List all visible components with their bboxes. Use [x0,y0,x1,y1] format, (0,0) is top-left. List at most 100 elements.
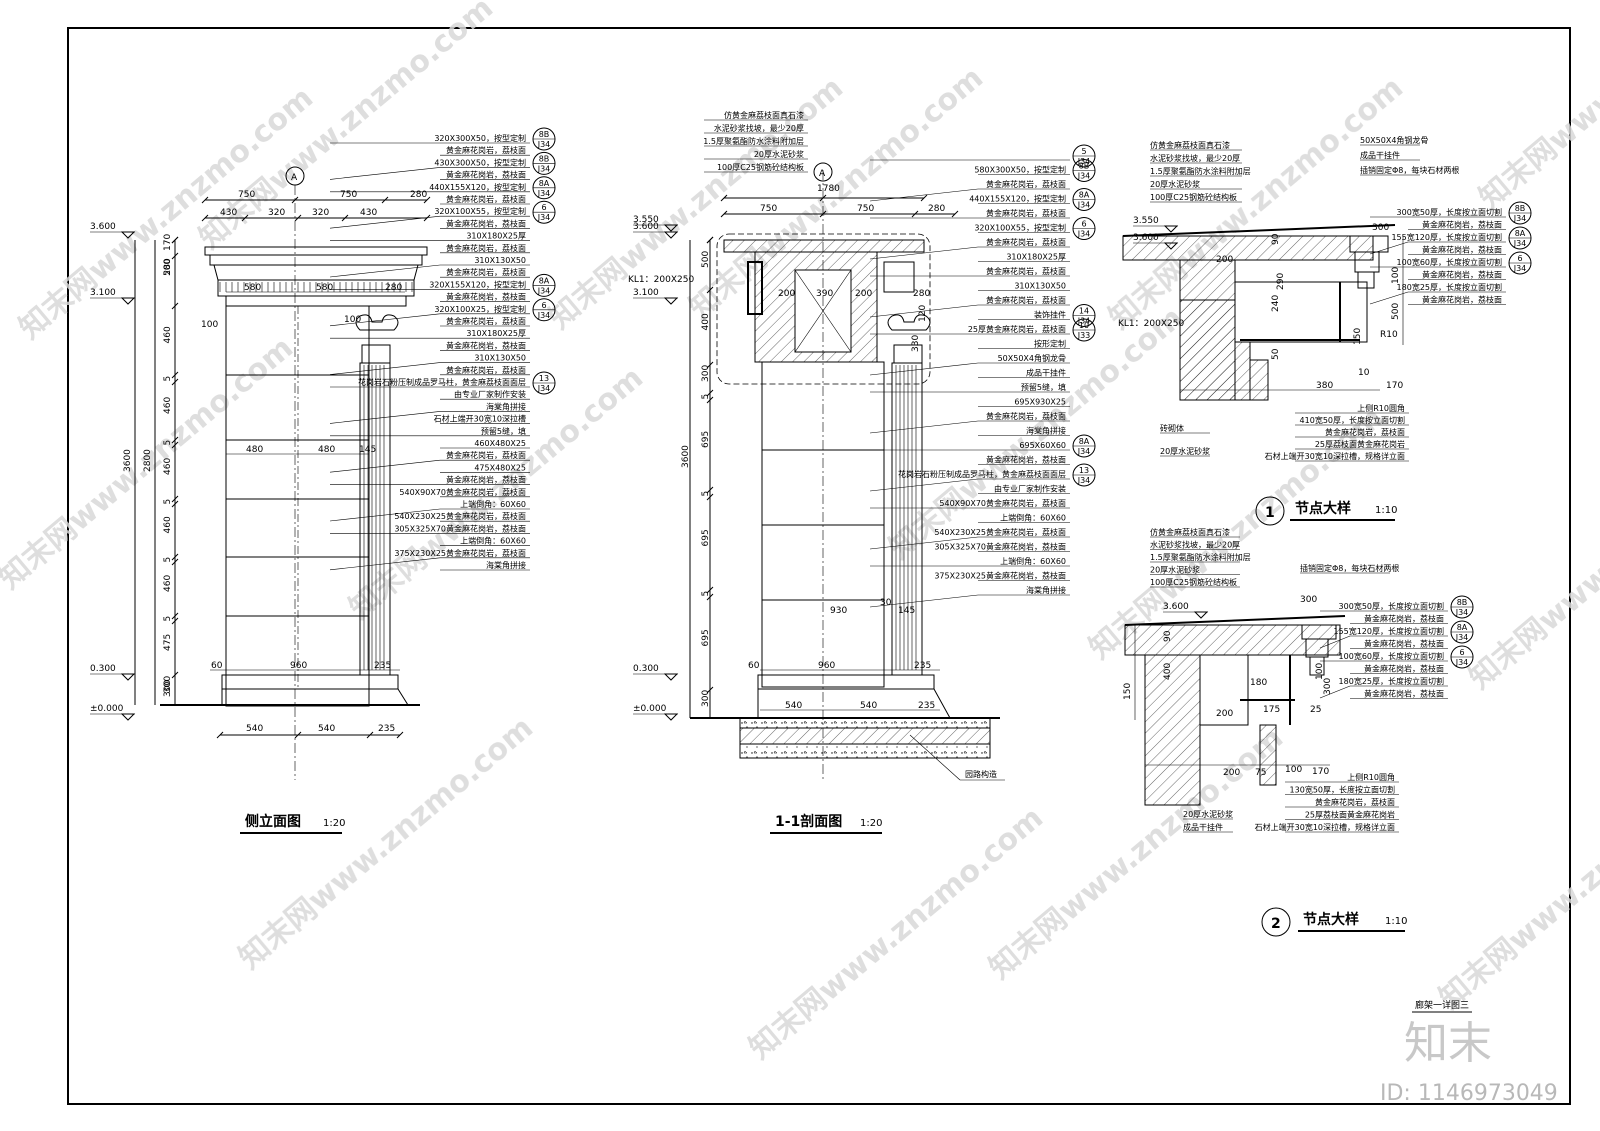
annotation-note: 黄金麻花岗岩，荔枝面 [986,237,1066,247]
annotation-note: 20厚水泥砂浆 [1150,565,1200,575]
side-innerdim: 100 [344,315,361,325]
annotation-note: 水泥砂浆找坡，最少20厚 [1150,153,1240,163]
level-mark: 3.600 [90,222,116,232]
annotation-note: 20厚水泥砂浆 [1183,809,1233,819]
level-mark: 3.600 [1133,233,1159,243]
side-vdim: 460 [163,458,173,475]
node2-dim: 170 [1312,767,1329,777]
annotation-note: 海棠角拼接 [1026,585,1066,595]
annotation-note: 320X100X55，按型定制 [434,206,526,216]
annotation-note: 花岗岩石粉压制成品罗马柱，黄金麻荔枝面面层 [898,469,1066,479]
level-mark: ±0.000 [90,704,124,714]
annotation-note: 石材上端开30宽10深拉槽 [434,414,526,424]
detail-tag: 6 [1517,254,1522,263]
annotation-note: 上端倒角：60X60 [1000,513,1066,523]
node1-dim: 300 [1372,223,1389,233]
section-axis-label: A [819,169,826,179]
node2-dim: 150 [1123,683,1133,700]
annotation-note: 320X100X55，按型定制 [974,223,1066,233]
side-vdim: 475 [163,634,173,651]
annotation-note: 黄金麻花岗岩，荔枝面 [1364,689,1444,699]
annotation-note: 310X180X25厚 [1006,253,1066,262]
node2-dim: 200 [1223,768,1240,778]
detail-sheet-ref: J34 [1077,317,1091,326]
annotation-note: 海棠角拼接 [1026,426,1066,436]
detail-sheet-ref: J34 [537,311,551,320]
detail-tag: 10 [1079,321,1089,330]
annotation-note: 黄金麻花岗岩，荔枝面 [446,365,526,375]
side-innerdim: 580 [316,283,333,293]
node1-dim: 100 [1391,267,1401,284]
node1-dim: 290 [1276,273,1286,290]
detail-sheet-ref: J34 [1077,172,1091,181]
side-scale: 1:20 [323,818,345,829]
section-title: 1-1剖面图 [775,813,842,830]
detail-tag: 8A [539,179,550,188]
side-vdim-overall: 3600 [123,449,133,472]
level-mark: 3.600 [633,222,659,232]
annotation-note: 20厚水泥砂浆 [1160,446,1210,456]
annotation-note: 黄金麻花岗岩，荔枝面 [1364,614,1444,624]
annotation-note: 成品干挂件 [1183,822,1223,832]
annotation-note: 黄金麻花岗岩，荔枝面 [446,340,526,350]
node1-scale: 1:10 [1375,505,1397,516]
side-vdim: 5 [163,616,173,622]
detail-tag: 6 [541,203,546,212]
watermark-text: 知末网www.znzmo.com [1473,0,1600,216]
side-vdim: 170 [163,234,173,251]
annotation-note: 黄金麻花岗岩，荔枝面 [446,475,526,485]
detail-sheet-ref: J34 [1513,214,1527,223]
annotation-note: 装饰挂件 [1034,310,1066,320]
node2-dim: 25 [1310,705,1321,715]
side-innerdim: 60 [211,661,223,671]
annotation-note: 砖砌体 [1160,423,1184,433]
side-vdim: 5 [163,499,173,505]
annotation-note: 插销固定Φ8，每块石材两根 [1300,563,1399,573]
section-innerdim: 200 [778,289,795,299]
annotation-note: 黄金麻花岗岩，荔枝面 [1364,664,1444,674]
annotation-note: 305X325X70黄金麻花岗岩，荔枝面 [394,523,526,533]
annotation-note: 410宽50厚，长度按立面切割 [1300,415,1405,425]
node1-dim: R10 [1380,330,1398,340]
annotation-note: 黄金麻花岗岩，荔枝面 [1364,639,1444,649]
detail-tag: 14 [1079,307,1089,316]
annotation-note: 540X90X70黄金麻花岗岩，荔枝面 [939,498,1066,508]
node1-beam-label: KL1：200X250 [1118,319,1184,329]
annotation-note: 430X300X50，按型定制 [434,157,526,167]
annotation-note: 石材上端开30宽10深拉槽，规格详立面 [1265,451,1405,461]
annotation-note: 仿黄金麻荔枝面真石漆 [724,110,804,120]
annotation-note: 成品干挂件 [1360,150,1400,160]
annotation-note: 水泥砂浆找坡，最少20厚 [1150,540,1240,550]
annotation-note: 475X480X25 [474,463,526,472]
section-topdim: 750 [857,204,874,214]
node2-title: 节点大样 [1303,911,1359,928]
watermark-text: 知末网www.znzmo.com [1463,430,1600,696]
detail-tag: 13 [539,374,549,383]
annotation-note: 460X480X25 [474,439,526,448]
section-vdim: 300 [701,365,711,382]
node1-dim: 10 [1358,368,1370,378]
section-vdim: 300 [701,690,711,707]
annotation-note: 440X155X120，按型定制 [429,182,526,192]
side-botdim: 540 [246,724,263,734]
detail-tag: 6 [1081,220,1086,229]
detail-sheet-ref: J34 [537,286,551,295]
node1-dim: 50 [1271,348,1281,360]
annotation-note: 695X60X60 [1019,441,1066,450]
annotation-note: 预留5缝，填 [1021,382,1066,392]
section-innerdim: 120 [918,305,928,322]
side-topdim: 750 [340,190,357,200]
annotation-note: 540X90X70黄金麻花岗岩，荔枝面 [399,487,526,497]
side-innerdim: 580 [244,283,261,293]
level-mark: 3.600 [1163,602,1189,612]
section-innerdim: 960 [818,661,835,671]
annotation-note: 320X155X120，按型定制 [429,279,526,289]
annotation-note: 320X100X25，按型定制 [434,304,526,314]
side-vdim: 5 [163,376,173,382]
node2-dim: 200 [1216,709,1233,719]
detail-sheet-ref: J34 [537,384,551,393]
annotation-note: 155宽120厚，长度按立面切割 [1333,626,1444,636]
annotation-note: 黄金麻花岗岩，荔枝面 [446,194,526,204]
